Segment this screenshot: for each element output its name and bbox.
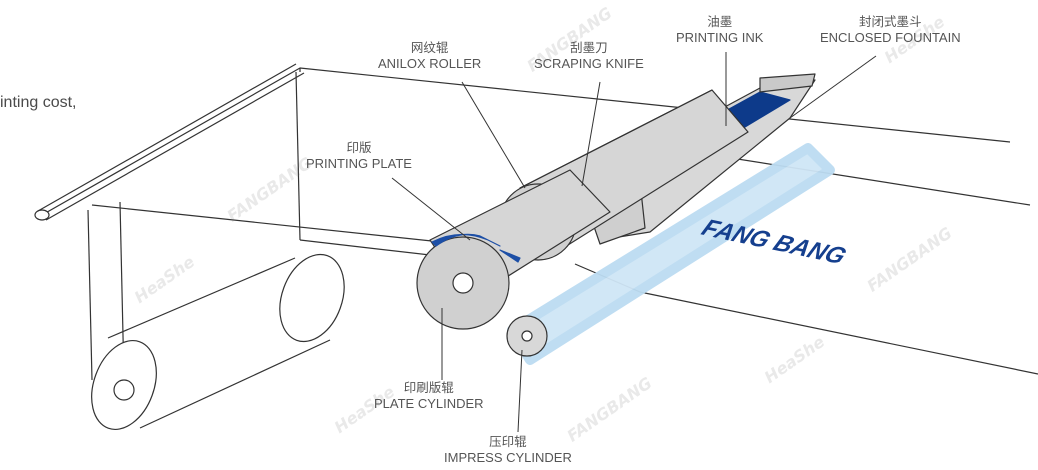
label-fountain-en: ENCLOSED FOUNTAIN [820,30,961,45]
label-impress-zh: 压印辊 [489,434,527,449]
label-plate-cyl-zh: 印刷版辊 [403,380,454,395]
label-plate-cyl-en: PLATE CYLINDER [374,396,484,411]
leader-lines [391,52,877,433]
leader-plate [391,177,471,241]
label-enclosed-fountain: 封闭式墨斗 ENCLOSED FOUNTAIN [820,14,961,46]
leader-anilox [461,81,526,189]
unwind-roll [91,253,345,431]
label-printing-ink: 油墨 PRINTING INK [676,14,763,46]
impress-cylinder [506,143,835,365]
leader-impress [517,349,523,433]
leader-fountain [789,55,877,119]
label-plate-zh: 印版 [346,140,372,155]
label-anilox-en: ANILOX ROLLER [378,56,482,71]
intro-text: inting cost, [0,94,77,111]
label-impress-en: IMPRESS CYLINDER [444,450,572,465]
label-anilox-roller: 网纹辊 ANILOX ROLLER [378,40,481,72]
label-ink-zh: 油墨 [707,14,733,29]
leader-knife [581,81,601,187]
label-scraping-knife: 刮墨刀 SCRAPING KNIFE [534,40,644,72]
label-plate-cylinder: 印刷版辊 PLATE CYLINDER [374,380,484,412]
plate-cylinder [416,169,611,330]
label-printing-plate: 印版 PRINTING PLATE [306,140,412,172]
label-knife-en: SCRAPING KNIFE [534,56,644,71]
printed-brand-text: FANG BANG [697,215,850,269]
label-fountain-zh: 封闭式墨斗 [859,14,922,29]
label-ink-en: PRINTING INK [676,30,764,45]
label-plate-en: PRINTING PLATE [306,156,412,171]
label-knife-zh: 刮墨刀 [570,40,608,55]
label-anilox-zh: 网纹辊 [410,40,449,55]
label-impress-cylinder: 压印辊 IMPRESS CYLINDER [444,434,572,466]
